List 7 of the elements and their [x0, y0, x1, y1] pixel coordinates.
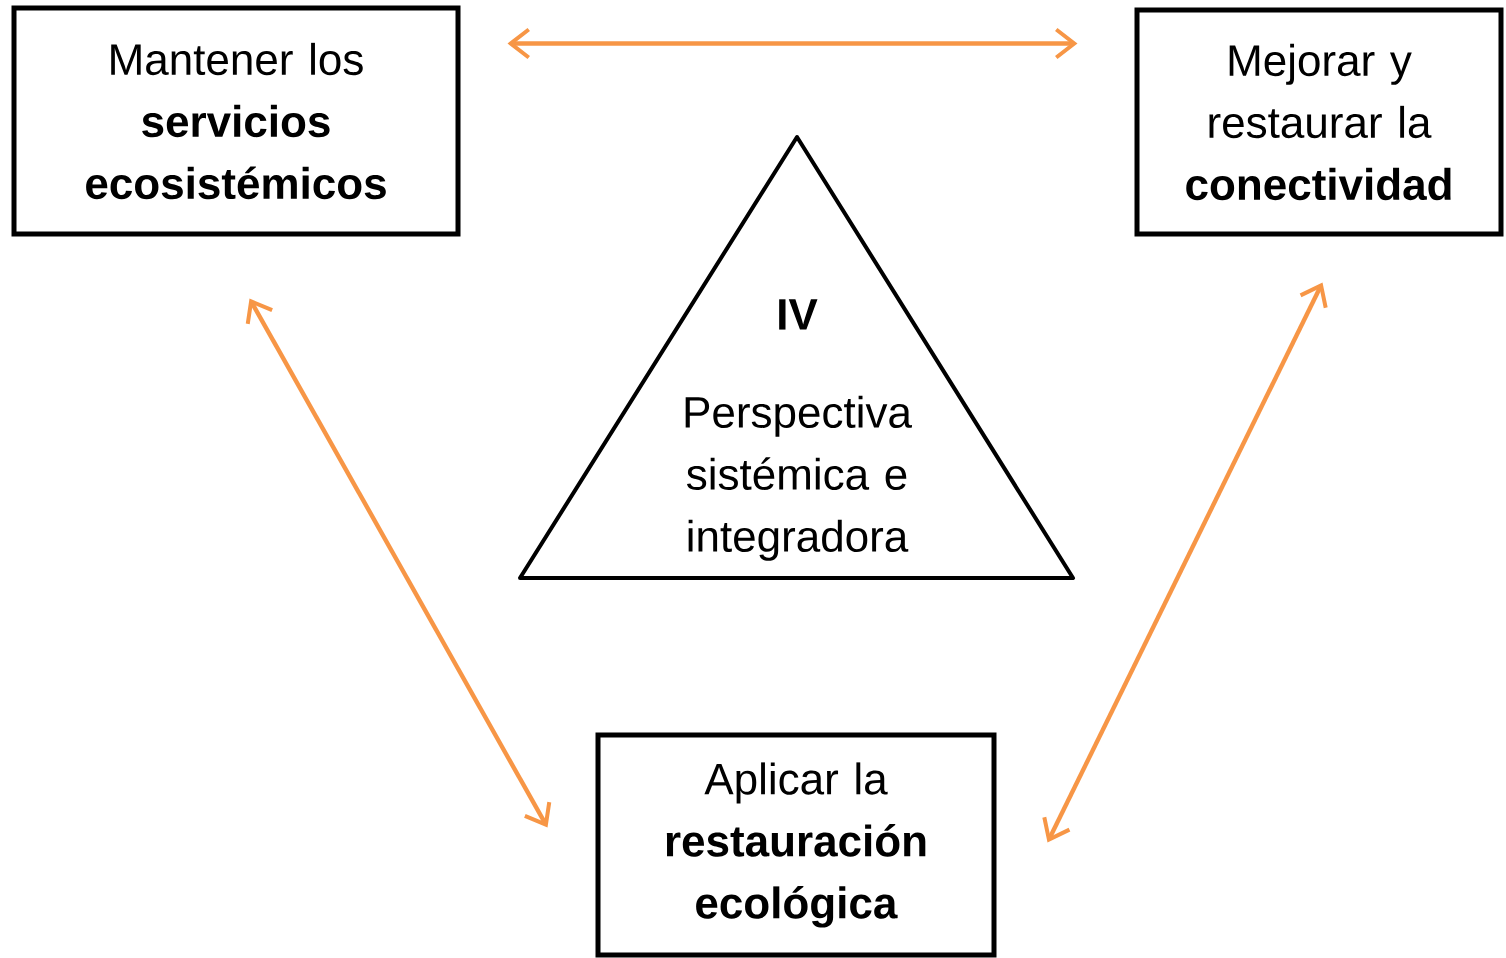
text-box: Aplicar la restauración ecológica	[595, 732, 997, 958]
double-arrow	[1042, 282, 1328, 843]
double-arrow	[245, 298, 552, 828]
double-arrow	[507, 27, 1078, 60]
text-box: Mejorar y restaurar la conectividad	[1134, 7, 1504, 237]
text-box: Mantener los servicios ecosistémicos	[11, 5, 461, 237]
triangle: IV Perspectiva sistémica e integradora	[518, 135, 1075, 580]
